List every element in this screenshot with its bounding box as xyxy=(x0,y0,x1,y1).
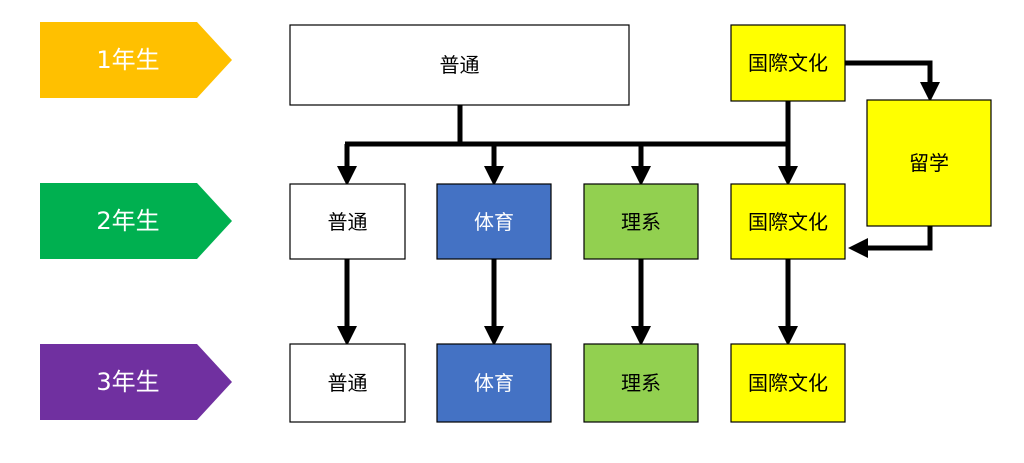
course-label-rikei-3: 理系 xyxy=(621,371,661,395)
course-label-rikei-2: 理系 xyxy=(621,210,661,234)
arrow-kokusai-to-ryugaku xyxy=(845,60,940,102)
course-label-futsu-3: 普通 xyxy=(328,371,368,395)
course-box-taiiku-3: 体育 xyxy=(436,343,552,423)
grade-1-label: 1年生 xyxy=(96,46,159,74)
course-label-taiiku-2: 体育 xyxy=(474,210,514,234)
grade-2-label: 2年生 xyxy=(96,207,159,235)
grade-2-marker: 2年生 xyxy=(40,183,232,259)
grade-1-marker: 1年生 xyxy=(40,22,232,98)
course-box-kokusai-1: 国際文化 xyxy=(730,24,846,102)
course-box-futsu-2: 普通 xyxy=(289,183,406,260)
course-box-ryugaku: 留学 xyxy=(866,99,992,227)
course-label-futsu-1: 普通 xyxy=(440,53,480,77)
course-box-futsu-3: 普通 xyxy=(289,343,406,423)
course-label-taiiku-3: 体育 xyxy=(474,371,514,395)
arrow-ryugaku-to-kokusai-2 xyxy=(848,226,933,258)
course-box-rikei-2: 理系 xyxy=(583,183,699,260)
course-box-futsu-1: 普通 xyxy=(289,24,630,106)
course-box-kokusai-2: 国際文化 xyxy=(730,183,846,260)
course-label-ryugaku: 留学 xyxy=(909,151,949,175)
course-label-kokusai-3: 国際文化 xyxy=(748,371,828,395)
grade-3-label: 3年生 xyxy=(96,368,159,396)
course-box-kokusai-3: 国際文化 xyxy=(730,343,846,423)
course-label-kokusai-1: 国際文化 xyxy=(748,51,828,75)
course-box-rikei-3: 理系 xyxy=(583,343,699,423)
course-label-futsu-2: 普通 xyxy=(328,210,368,234)
course-label-kokusai-2: 国際文化 xyxy=(748,210,828,234)
course-box-taiiku-2: 体育 xyxy=(436,183,552,260)
connectors xyxy=(337,60,940,346)
grade-3-marker: 3年生 xyxy=(40,344,232,420)
